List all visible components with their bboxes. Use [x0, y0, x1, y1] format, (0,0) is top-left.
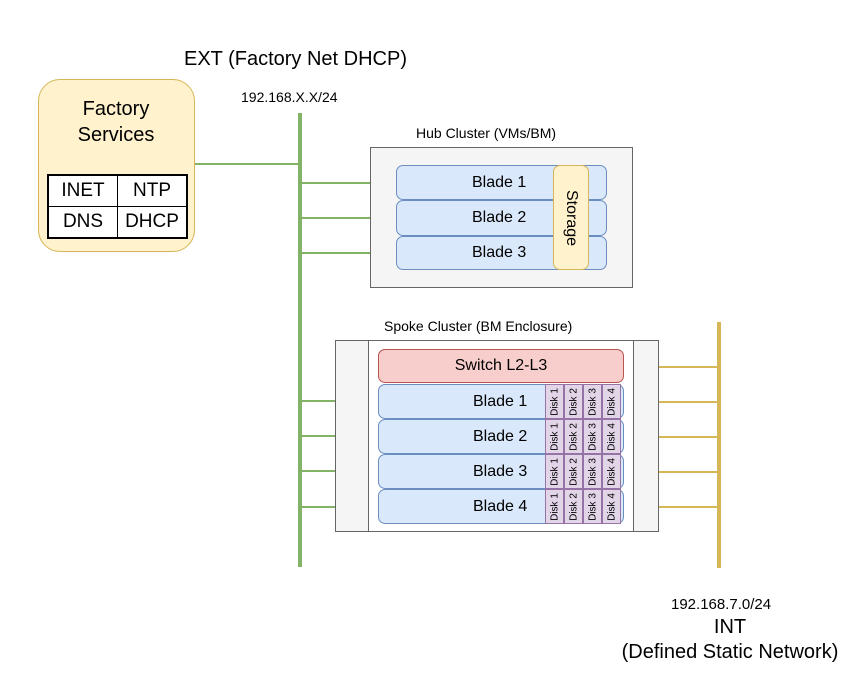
disk-blade4-4: Disk 4 [602, 489, 621, 524]
disk-label: Disk 2 [568, 492, 579, 521]
service-dhcp: DHCP [117, 206, 187, 238]
spoke-switch: Switch L2-L3 [378, 349, 624, 383]
hub-blade-2-label: Blade 2 [472, 209, 527, 226]
disk-label: Disk 3 [587, 387, 598, 416]
int-link-spoke-blade-3 [623, 471, 719, 473]
int-network-description: (Defined Static Network) [621, 641, 839, 663]
disk-label: Disk 3 [587, 457, 598, 486]
int-link-spoke-blade-4 [623, 506, 719, 508]
hub-blade-3-label: Blade 3 [472, 244, 527, 261]
disk-label: Disk 1 [549, 422, 560, 451]
int-link-switch [623, 366, 719, 368]
disk-label: Disk 4 [606, 492, 617, 521]
hub-cluster-title: Hub Cluster (VMs/BM) [416, 125, 557, 141]
disk-label: Disk 4 [606, 457, 617, 486]
spoke-blade-3-label: Blade 3 [473, 462, 528, 480]
int-network-name: INT [713, 616, 747, 638]
int-network-subnet: 192.168.7.0/24 [671, 596, 772, 613]
disk-blade1-2: Disk 2 [564, 384, 583, 419]
factory-services-box: Factory Services INET NTP DNS DHCP [38, 79, 195, 252]
disk-label: Disk 1 [549, 387, 560, 416]
disk-blade4-1: Disk 1 [545, 489, 564, 524]
ext-network-title: EXT (Factory Net DHCP) [184, 48, 407, 70]
disk-blade3-1: Disk 1 [545, 454, 564, 489]
spoke-blade-1-label: Blade 1 [473, 392, 528, 410]
factory-title-line2: Services [77, 124, 155, 146]
hub-blade-1-label: Blade 1 [472, 173, 527, 191]
disk-label: Disk 2 [568, 422, 579, 451]
int-network-bus [717, 322, 721, 568]
disk-label: Disk 2 [568, 387, 579, 416]
disk-label: Disk 2 [568, 457, 579, 486]
disk-blade4-2: Disk 2 [564, 489, 583, 524]
disk-blade3-3: Disk 3 [583, 454, 602, 489]
int-link-spoke-blade-1 [623, 401, 719, 403]
factory-title-line1: Factory [82, 98, 150, 120]
ext-link-hub-blade-3 [300, 252, 398, 254]
service-ntp: NTP [117, 175, 187, 207]
int-link-spoke-blade-2 [623, 436, 719, 438]
hub-storage-label: Storage [563, 189, 580, 246]
service-dns: DNS [48, 206, 118, 238]
disk-label: Disk 4 [606, 422, 617, 451]
spoke-switch-label: Switch L2-L3 [454, 357, 548, 374]
disk-blade1-1: Disk 1 [545, 384, 564, 419]
spoke-blade-2-label: Blade 2 [473, 427, 528, 445]
spoke-blade-4-label: Blade 4 [473, 497, 528, 515]
ext-network-bus [298, 113, 302, 567]
disk-label: Disk 3 [587, 422, 598, 451]
disk-blade2-3: Disk 3 [583, 419, 602, 454]
factory-services-grid: INET NTP DNS DHCP [47, 174, 188, 239]
ext-link-hub-blade-1 [300, 182, 398, 184]
disk-blade4-3: Disk 3 [583, 489, 602, 524]
disk-label: Disk 1 [549, 457, 560, 486]
ext-link-factory [194, 163, 300, 165]
disk-blade1-3: Disk 3 [583, 384, 602, 419]
spoke-cluster-title: Spoke Cluster (BM Enclosure) [384, 318, 573, 334]
disk-label: Disk 3 [587, 492, 598, 521]
ext-link-hub-blade-2 [300, 217, 398, 219]
disk-label: Disk 4 [606, 387, 617, 416]
ext-network-subnet: 192.168.X.X/24 [241, 89, 338, 105]
disk-blade2-2: Disk 2 [564, 419, 583, 454]
hub-storage: Storage [553, 165, 589, 270]
disk-blade3-4: Disk 4 [602, 454, 621, 489]
service-inet: INET [48, 175, 118, 207]
disk-blade1-4: Disk 4 [602, 384, 621, 419]
disk-blade3-2: Disk 2 [564, 454, 583, 489]
disk-label: Disk 1 [549, 492, 560, 521]
disk-blade2-4: Disk 4 [602, 419, 621, 454]
disk-blade2-1: Disk 1 [545, 419, 564, 454]
